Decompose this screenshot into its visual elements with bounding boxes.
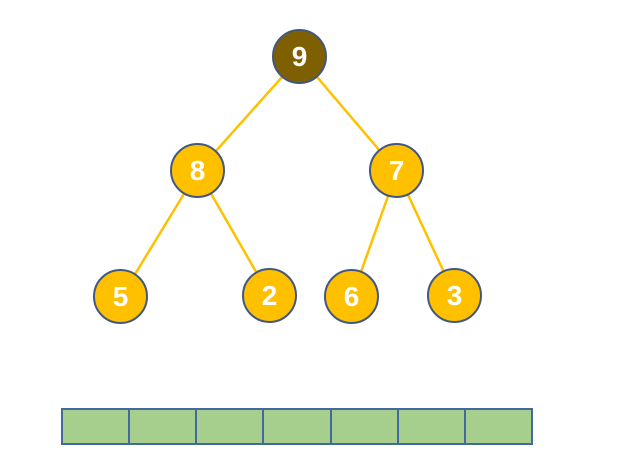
array-cell-2 bbox=[195, 408, 265, 445]
array-cell-0 bbox=[61, 408, 131, 445]
tree-node-8: 8 bbox=[170, 143, 225, 198]
tree-node-5: 5 bbox=[93, 269, 148, 324]
tree-node-6: 6 bbox=[324, 269, 379, 324]
array-cell-3 bbox=[262, 408, 332, 445]
tree-node-2: 2 bbox=[242, 268, 297, 323]
tree-node-3: 3 bbox=[427, 268, 482, 323]
heap-array-row bbox=[61, 408, 533, 445]
tree-node-7: 7 bbox=[369, 143, 424, 198]
array-cell-5 bbox=[396, 408, 466, 445]
array-cell-4 bbox=[329, 408, 399, 445]
array-cell-1 bbox=[128, 408, 198, 445]
array-cell-6 bbox=[463, 408, 533, 445]
tree-node-9: 9 bbox=[272, 29, 327, 84]
